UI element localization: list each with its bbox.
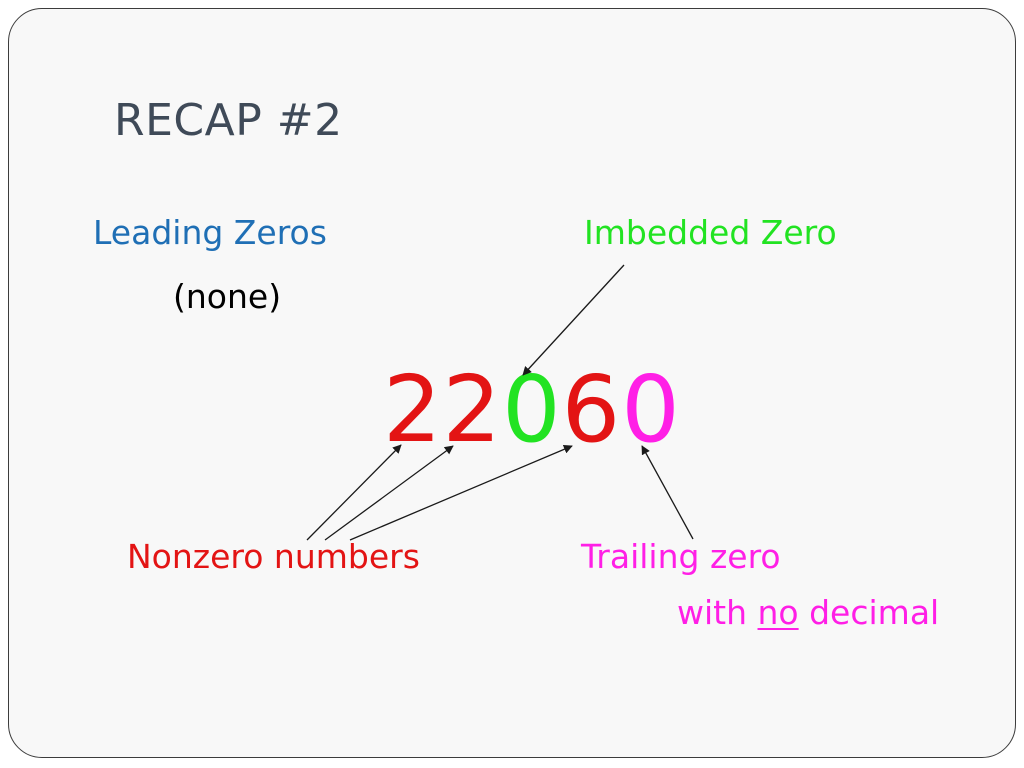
digit-nonzero-2: 2 [442, 356, 503, 463]
leading-zeros-label: Leading Zeros [93, 213, 327, 252]
imbedded-zero-label: Imbedded Zero [584, 213, 837, 252]
slide-frame: RECAP #2 Leading Zeros (none) Imbedded Z… [8, 8, 1016, 758]
digit-nonzero-3: 6 [561, 356, 622, 463]
nonzero-numbers-label: Nonzero numbers [127, 537, 420, 576]
trailing-sub-emphasis: no [757, 593, 799, 632]
trailing-zero-condition: with no decimal [677, 596, 939, 629]
digit-trailing-zero: 0 [621, 356, 681, 463]
trailing-sub-post: decimal [798, 593, 940, 632]
digit-imbedded-zero: 0 [502, 356, 562, 463]
example-number: 22060 [383, 364, 681, 456]
slide-title: RECAP #2 [114, 95, 343, 146]
leading-zeros-note: (none) [173, 277, 282, 316]
digit-nonzero-1: 2 [383, 356, 443, 463]
trailing-zero-label: Trailing zero [581, 537, 781, 576]
trailing-sub-pre: with [677, 593, 758, 632]
